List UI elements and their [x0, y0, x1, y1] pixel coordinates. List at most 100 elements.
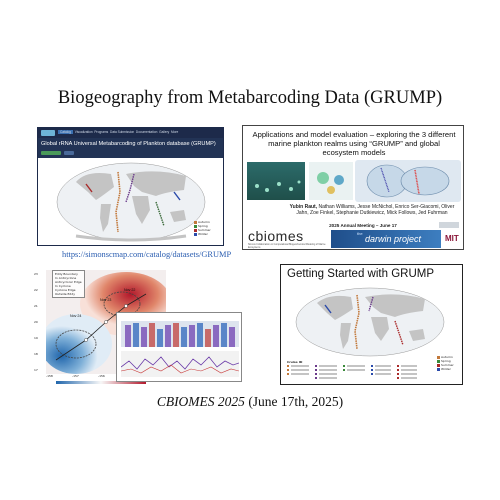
- ytick: 20: [34, 320, 38, 324]
- talk-authors: Yubin Raut, Nathan Williams, Jesse McNic…: [283, 204, 461, 216]
- map-south-america: [100, 204, 111, 232]
- legend-summer: Summer: [441, 363, 454, 367]
- map-australia: [170, 210, 186, 222]
- grump-map: [295, 287, 445, 357]
- darwin-logo: darwin project: [365, 234, 422, 244]
- nav-item-gallery[interactable]: Gallery: [159, 130, 170, 134]
- nav-item-visualization[interactable]: Visualization: [74, 130, 93, 134]
- legend-spring: Spring: [198, 224, 208, 228]
- sample-tracks: [85, 171, 181, 233]
- nav-item-documentation[interactable]: Documentation: [135, 130, 158, 134]
- plankton-image-1: [247, 162, 305, 200]
- cmap-screenshot: Catalog Visualization Programs Data Subm…: [37, 127, 224, 246]
- cyclone-boundary: [55, 329, 97, 359]
- cyclone-field: [46, 314, 112, 374]
- cmap-heading: Global rRNA Universal Metabarcoding of P…: [41, 141, 216, 147]
- talk-title-slide: Applications and model evaluation – expl…: [242, 125, 464, 250]
- xtick: -156: [98, 374, 105, 378]
- legend-anticyclonic-edge: Anticyclonic Edge: [55, 280, 82, 284]
- nav-item-catalog[interactable]: Catalog: [58, 130, 73, 134]
- xtick: -158: [46, 374, 53, 378]
- globe-map: [366, 164, 450, 198]
- cmap-nav: Catalog Visualization Programs Data Subm…: [58, 130, 178, 134]
- ytick: 18: [34, 352, 38, 356]
- eddy-yticks: 23 22 21 20 19 18 17: [34, 270, 44, 374]
- darwin-banner: the darwin project: [331, 230, 441, 248]
- map-africa: [371, 317, 389, 341]
- event-date: (June 17th, 2025): [248, 394, 344, 409]
- mit-logo: MIT: [445, 234, 459, 243]
- legend-eddy-boundary: Eddy Boundary: [55, 272, 78, 276]
- map-antarctica: [75, 234, 187, 242]
- cruise-key-swatches: [287, 365, 417, 379]
- cmap-header: Global rRNA Universal Metabarcoding of P…: [38, 138, 223, 158]
- barplot-chart: [121, 321, 239, 377]
- legend-dot-summer: [437, 363, 440, 367]
- eddy-legend: Eddy Boundary In Anticyclone Anticycloni…: [52, 270, 85, 298]
- taxa-barplot: [116, 312, 242, 382]
- cruise-tracks: [324, 294, 404, 350]
- event-name: CBIOMES 2025: [156, 394, 245, 409]
- map-south-america: [340, 323, 351, 349]
- anticyclone-boundary: [103, 291, 141, 317]
- getting-started-title: Getting Started with GRUMP: [287, 268, 434, 280]
- talk-title: Applications and model evaluation – expl…: [252, 130, 456, 157]
- legend-in-anticyclone: In Anticyclone: [55, 276, 77, 280]
- nav-item-more[interactable]: More: [171, 130, 179, 134]
- cbiomes-subtitle: Simons Collaboration on Computational Bi…: [248, 244, 326, 249]
- legend-dot-summer: [194, 228, 197, 232]
- legend-autumn: Autumn: [441, 355, 453, 359]
- cmap-badge[interactable]: [64, 151, 74, 155]
- legend-dot-spring: [194, 224, 197, 228]
- ytick: 17: [34, 368, 38, 372]
- legend-cyclone-edge: Cyclone Edge: [55, 288, 76, 292]
- event-caption: CBIOMES 2025 (June 17th, 2025): [0, 394, 500, 410]
- season-legend: Autumn Spring Summer Winter: [437, 355, 454, 371]
- cmap-logo-icon: [41, 130, 55, 136]
- map-eurasia: [126, 171, 186, 196]
- plankton-dots-1: [255, 180, 301, 192]
- legend-dot-autumn: [437, 355, 440, 359]
- legend-outside-eddy: Outside Eddy: [55, 292, 76, 296]
- legend-summer: Summer: [198, 228, 211, 232]
- co-authors: Nathan Williams, Jesse McNichol, Enrico …: [296, 204, 455, 216]
- cbiomes-logo: cbiomes: [248, 228, 304, 244]
- cmap-legend: Autumn Spring Summer Winter: [194, 220, 211, 236]
- colorbar: [56, 381, 146, 384]
- date-label-nov24: Nov 24: [70, 314, 82, 318]
- cmap-map: [56, 162, 206, 242]
- page-title: Biogeography from Metabarcoding Data (GR…: [57, 88, 443, 108]
- ytick: 19: [34, 336, 38, 340]
- date-label-nov23: Nov 23: [100, 298, 112, 302]
- legend-in-cyclone: In Cyclone: [55, 284, 71, 288]
- legend-dot-winter: [194, 232, 197, 236]
- nav-item-programs[interactable]: Programs: [94, 130, 109, 134]
- stacked-bars: [121, 321, 239, 347]
- eddy-figure: Nov 22 Nov 23 Nov 24 Eddy Boundary In An…: [30, 264, 244, 384]
- getting-started-slide: Getting Started with GRUMP Autumn Spring…: [280, 264, 463, 385]
- map-eurasia: [365, 294, 425, 317]
- xtick: -157: [72, 374, 79, 378]
- lead-author: Yubin Raut,: [289, 204, 318, 210]
- legend-dot-winter: [437, 367, 440, 371]
- cmap-badge[interactable]: [41, 151, 61, 155]
- map-australia: [409, 329, 425, 341]
- cruise-key-heading: Cruise ID: [287, 360, 303, 364]
- legend-dot-autumn: [194, 220, 197, 224]
- legend-winter: Winter: [441, 367, 451, 371]
- legend-winter: Winter: [198, 232, 208, 236]
- meeting-label: 2025 Annual Meeting – June 17: [329, 223, 397, 228]
- nav-item-submission[interactable]: Data Submission: [110, 130, 135, 134]
- ytick: 22: [34, 288, 38, 292]
- darwin-logo-prefix: the: [357, 231, 363, 236]
- legend-dot-spring: [437, 359, 440, 363]
- line-traces: [121, 351, 239, 377]
- date-label-nov22: Nov 22: [124, 288, 136, 292]
- legend-spring: Spring: [441, 359, 451, 363]
- ytick: 23: [34, 272, 38, 276]
- map-north-america: [76, 173, 114, 200]
- plankton-diagram: [317, 172, 344, 194]
- grump-catalog-link[interactable]: https://simonscmap.com/catalog/datasets/…: [62, 250, 232, 259]
- map-north-america: [317, 295, 353, 320]
- legend-autumn: Autumn: [198, 220, 210, 224]
